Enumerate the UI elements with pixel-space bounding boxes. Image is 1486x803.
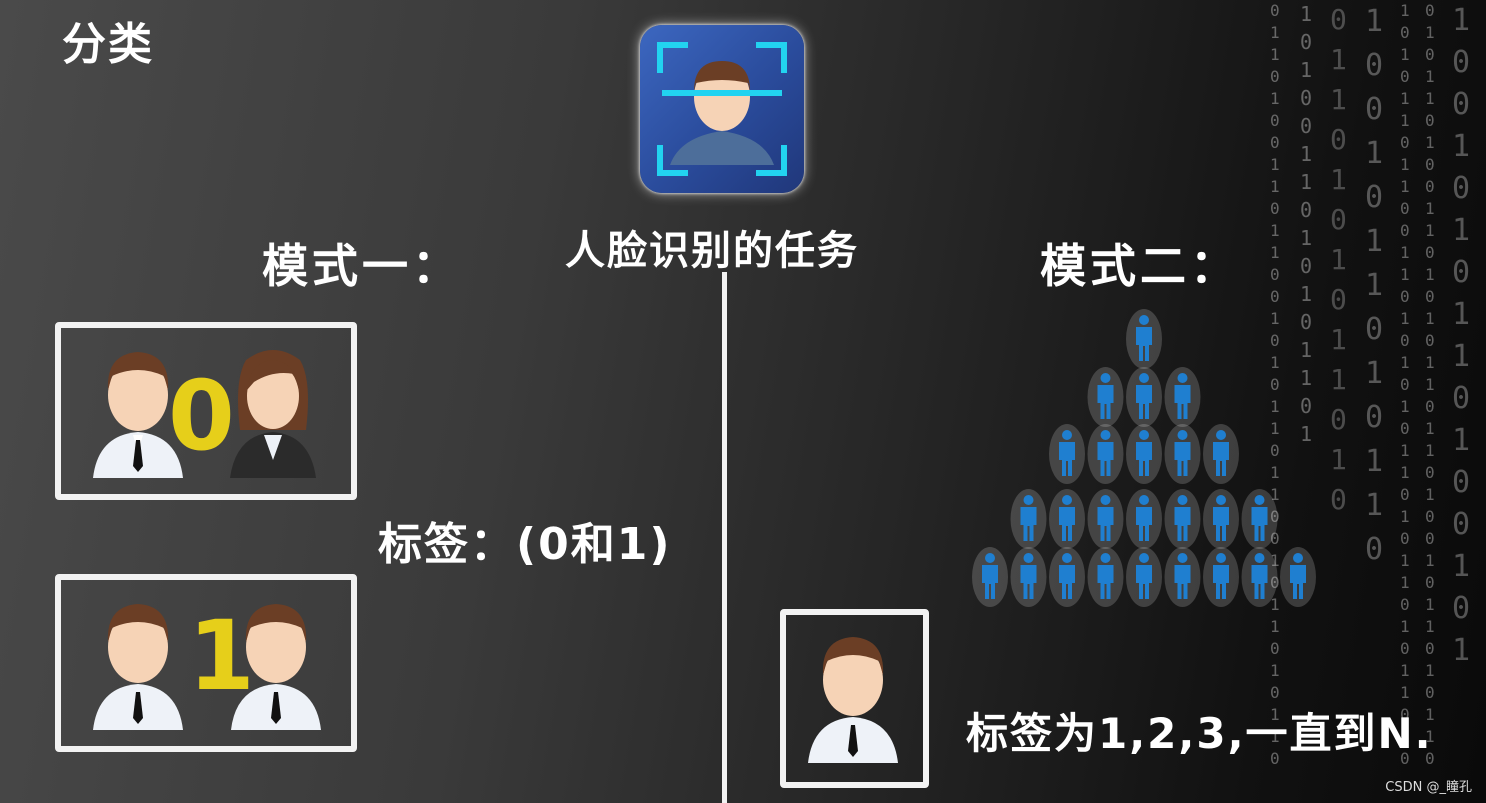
person-figure-icon [1010,547,1047,607]
person-figure-icon [1126,309,1162,369]
pair-frame-same [55,574,357,752]
person-figure-icon [1241,547,1278,607]
binary-rain-background: 01101001101100101011011001011010110 1010… [1270,1,1471,768]
person-figure-icon [1126,424,1162,484]
person-figure-icon [1126,489,1162,549]
person-figure-icon [1049,424,1085,484]
person-figure-icon [1280,547,1316,607]
person-figure-icon [1203,547,1239,607]
male-avatar-icon [93,352,183,478]
person-figure-icon [1087,489,1124,549]
person-figure-icon [1164,547,1201,607]
face-recognition-app-icon [640,25,804,193]
person-figure-icon [1203,489,1239,549]
watermark: CSDN @_瞳孔 [1385,780,1472,795]
person-figure-icon [1010,489,1047,549]
person-figure-icon [1126,547,1162,607]
single-person-frame [780,609,929,788]
male-avatar-icon [93,604,183,730]
person-figure-icon [1126,367,1162,427]
person-figure-icon [1087,424,1124,484]
label-one: 1 [188,600,255,712]
mode-two-title: 模式二： [1040,239,1240,293]
person-figure-icon [1164,424,1201,484]
person-figure-icon [1164,367,1201,427]
task-label: 人脸识别的任务 [565,228,859,274]
mode-two-label: 标签为1,2,3,一直到N. [966,709,1433,758]
mode-one-title: 模式一： [262,239,462,293]
mode-one-label: 标签：(0和1) [378,519,672,570]
people-pyramid [960,305,1330,615]
label-zero: 0 [168,360,235,472]
female-avatar-icon [230,350,316,478]
person-figure-icon [1203,424,1239,484]
person-figure-icon [1049,547,1085,607]
male-avatar-icon [231,604,321,730]
person-figure-icon [1087,547,1124,607]
vertical-divider [722,272,727,803]
person-figure-icon [1241,489,1278,549]
section-title: 分类 [62,19,154,70]
person-figure-icon [1164,489,1201,549]
people-pyramid-svg [972,309,1316,607]
pair-frame-different [55,322,357,500]
person-figure-icon [1087,367,1124,427]
person-figure-icon [1049,489,1085,549]
male-avatar-icon [808,637,898,763]
person-figure-icon [972,547,1008,607]
